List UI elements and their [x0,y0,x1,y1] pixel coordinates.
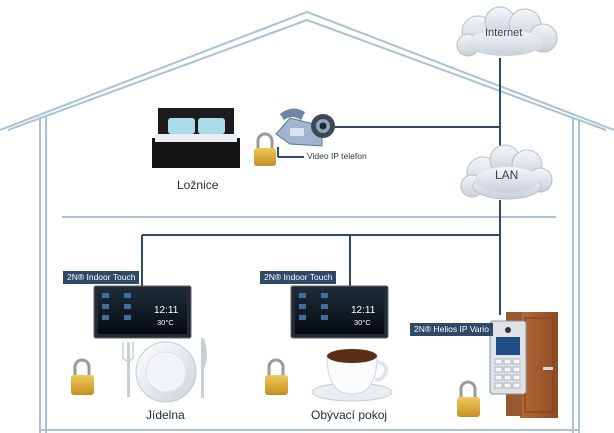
lock-icon-bedroom [254,132,276,166]
internet-label: Internet [485,27,523,39]
dining-panel-tag: 2N® Indoor Touch [63,271,140,284]
living-panel-tag: 2N® Indoor Touch [260,271,337,284]
internet-cloud [456,6,558,57]
living-screen-temp: 30°C [354,318,371,327]
house-outline [0,10,614,433]
dining-screen-time: 12:11 [154,305,179,316]
lock-icon-dining [71,358,94,395]
bedroom-label: Ložnice [177,178,219,192]
indoor-touch-panel-living [290,285,389,339]
lock-icon-door [457,380,480,417]
indoor-touch-panel-dining [93,285,192,339]
coffee-cup-icon [311,349,393,402]
bed-icon [152,108,240,168]
video-phone-icon [275,108,335,147]
video-phone-label: Video IP telefon [307,151,367,161]
helios-intercom-icon [489,320,527,395]
network-lines [141,58,501,315]
living-label: Obývací pokoj [311,408,388,422]
plate-cutlery-icon [122,338,207,403]
lan-cloud [460,144,553,200]
living-screen-time: 12:11 [351,305,376,316]
lock-icon-living [265,358,288,395]
dining-screen-temp: 30°C [157,318,174,327]
door-intercom-tag: 2N® Helios IP Vario [410,323,493,336]
dining-label: Jídelna [146,408,185,422]
lan-label: LAN [495,168,519,182]
